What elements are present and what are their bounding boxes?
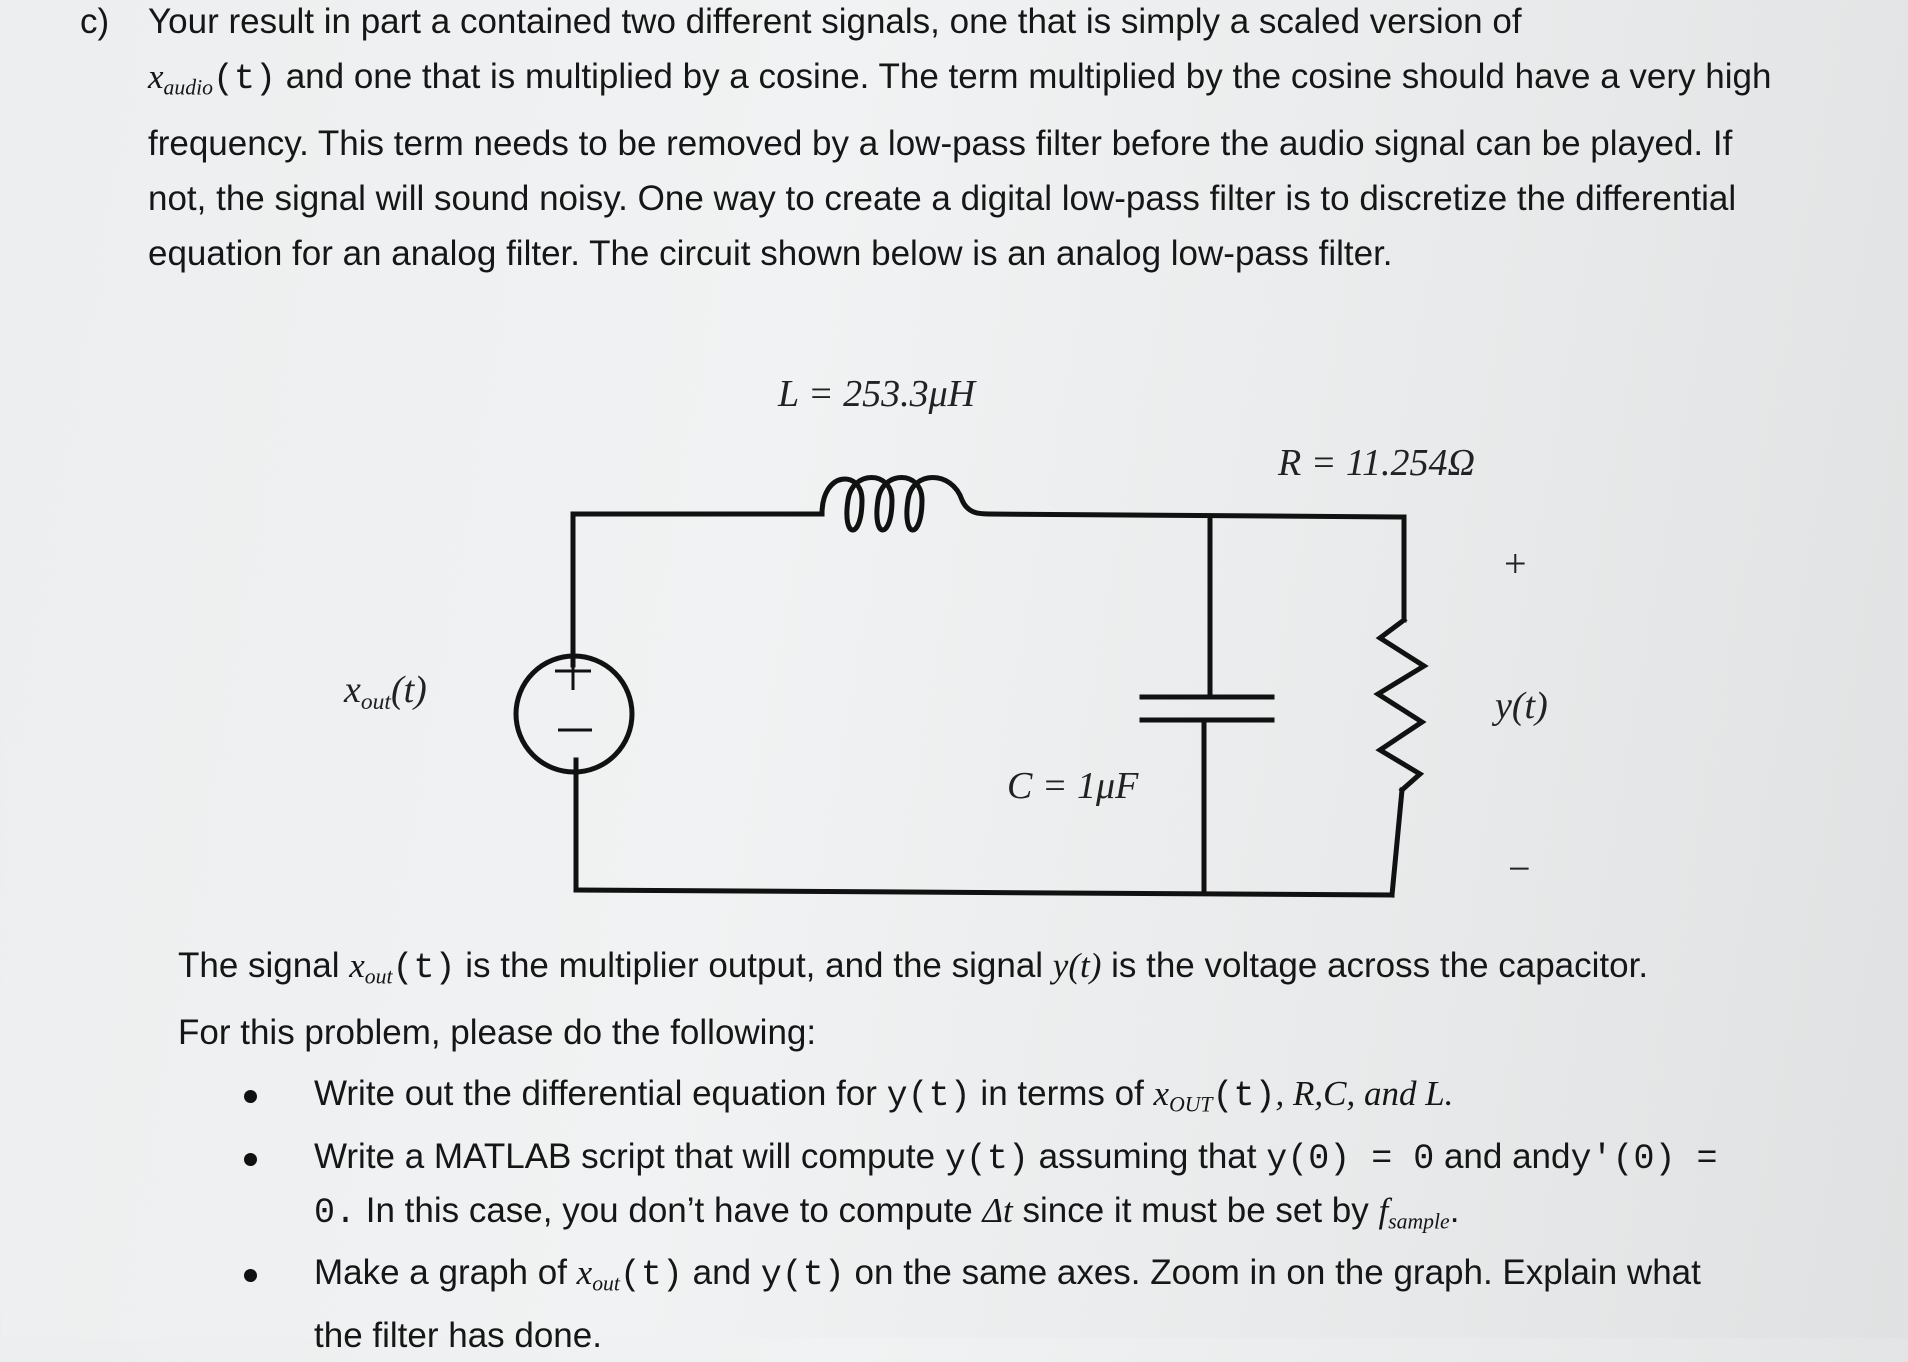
inductor-label-text: L = 253.3μH [778, 373, 976, 415]
b3-x-sub: out [592, 1271, 620, 1296]
task-item-1: Write out the differential equation for … [236, 1068, 1736, 1131]
b2-mid4: since it must be set by [1012, 1190, 1379, 1230]
task-list: Write out the differential equation for … [236, 1068, 1736, 1362]
signal-desc-mid: is the multiplier output, and the signal [455, 946, 1053, 985]
output-plus-sign: + [1504, 541, 1527, 586]
b1-x-var: x [1153, 1074, 1170, 1113]
b1-rest: , R,C, and L. [1275, 1074, 1454, 1113]
output-minus-sign: − [1508, 846, 1531, 891]
signal-desc-pre: The signal [178, 946, 350, 985]
b2-y: y(t) [944, 1138, 1029, 1179]
wire-top-right [987, 511, 1407, 520]
b2-mid3: In this case, you don’t have to compute [356, 1190, 983, 1230]
wire-bottom [573, 887, 1395, 898]
xout-var: x [349, 946, 365, 985]
b2-cond2: y′(0) = 0. [314, 1138, 1718, 1233]
b3-pre: Make a graph of [314, 1253, 577, 1292]
b2-f-var: f [1378, 1190, 1389, 1230]
source-label-sub: out [360, 689, 391, 716]
b1-mid: in terms of [970, 1074, 1154, 1113]
signal-description: The signal xout(t) is the multiplier out… [178, 938, 1678, 1060]
b2-f-sub: sample [1388, 1209, 1450, 1233]
y-expr: y(t) [1052, 946, 1102, 985]
output-label: y(t) [1495, 684, 1548, 728]
b3-x-var: x [576, 1253, 593, 1292]
b2-f-expr: fsample [1378, 1190, 1450, 1234]
xout-expr: xout(t) [349, 946, 456, 989]
resistor-label: R = 11.254Ω [1278, 441, 1475, 485]
capacitor-label-text: C = 1μF [1007, 765, 1139, 807]
inductor-label: L = 253.3μH [778, 372, 975, 416]
b1-pre: Write out the differential equation for [314, 1074, 887, 1113]
task-item-3: Make a graph of xout(t) and y(t) on the … [236, 1247, 1736, 1362]
b2-mid2: and and [1434, 1136, 1571, 1176]
b3-mid: and [682, 1253, 761, 1292]
signal-desc-post: is the voltage across the capacitor. For… [178, 946, 1649, 1052]
b1-x-arg: (t) [1212, 1076, 1276, 1116]
bullet-icon [244, 1269, 257, 1282]
source-plus [555, 655, 591, 690]
b3-y: y(t) [760, 1255, 845, 1295]
voltage-source [513, 653, 635, 775]
resistor-zigzag [1373, 616, 1429, 794]
source-label-var: x [344, 669, 361, 711]
part-c-text: Your result in part a contained two diff… [148, 0, 1800, 281]
x-audio-expr: xaudio(t) [148, 57, 276, 100]
b3-rest: on the same axes. Zoom in on the graph. … [314, 1253, 1701, 1355]
b2-pre: Write a MATLAB script that will compute [314, 1136, 945, 1176]
b3-x-arg: (t) [619, 1255, 683, 1295]
capacitor-label: C = 1μF [1007, 764, 1138, 808]
voltage-source-circle [513, 653, 635, 775]
output-label-text: y(t) [1495, 685, 1548, 727]
b3-x-expr: xout(t) [576, 1253, 683, 1296]
inductor-coil [819, 475, 993, 533]
xout-sub: out [364, 964, 393, 989]
xout-arg: (t) [392, 948, 456, 988]
part-c-paragraph: c) Your result in part a contained two d… [80, 0, 1800, 281]
resistor-lead-bottom [1389, 787, 1405, 898]
part-c-rest: and one that is multiplied by a cosine. … [148, 57, 1772, 273]
b2-end: . [1449, 1190, 1460, 1230]
x-audio-arg: (t) [212, 59, 276, 99]
x-audio-sub: audio [163, 75, 213, 100]
task-item-2: Write a MATLAB script that will compute … [236, 1131, 1736, 1248]
source-label: xout(t) [344, 668, 427, 716]
b2-dt: Δt [982, 1190, 1013, 1230]
bullet-icon [244, 1152, 257, 1166]
b1-x-expr: xOUT(t) [1153, 1074, 1276, 1117]
part-label: c) [80, 2, 110, 41]
x-audio-var: x [148, 57, 164, 96]
bullet-icon [244, 1090, 257, 1103]
b2-cond1: y(0) = 0 [1266, 1138, 1435, 1179]
b1-y: y(t) [886, 1076, 971, 1116]
part-c-line1: Your result in part a contained two diff… [148, 2, 1522, 41]
resistor-label-text: R = 11.254Ω [1278, 442, 1476, 484]
source-label-arg: (t) [390, 669, 427, 711]
b1-x-sub: OUT [1169, 1092, 1213, 1117]
b2-mid1: assuming that [1028, 1136, 1267, 1176]
